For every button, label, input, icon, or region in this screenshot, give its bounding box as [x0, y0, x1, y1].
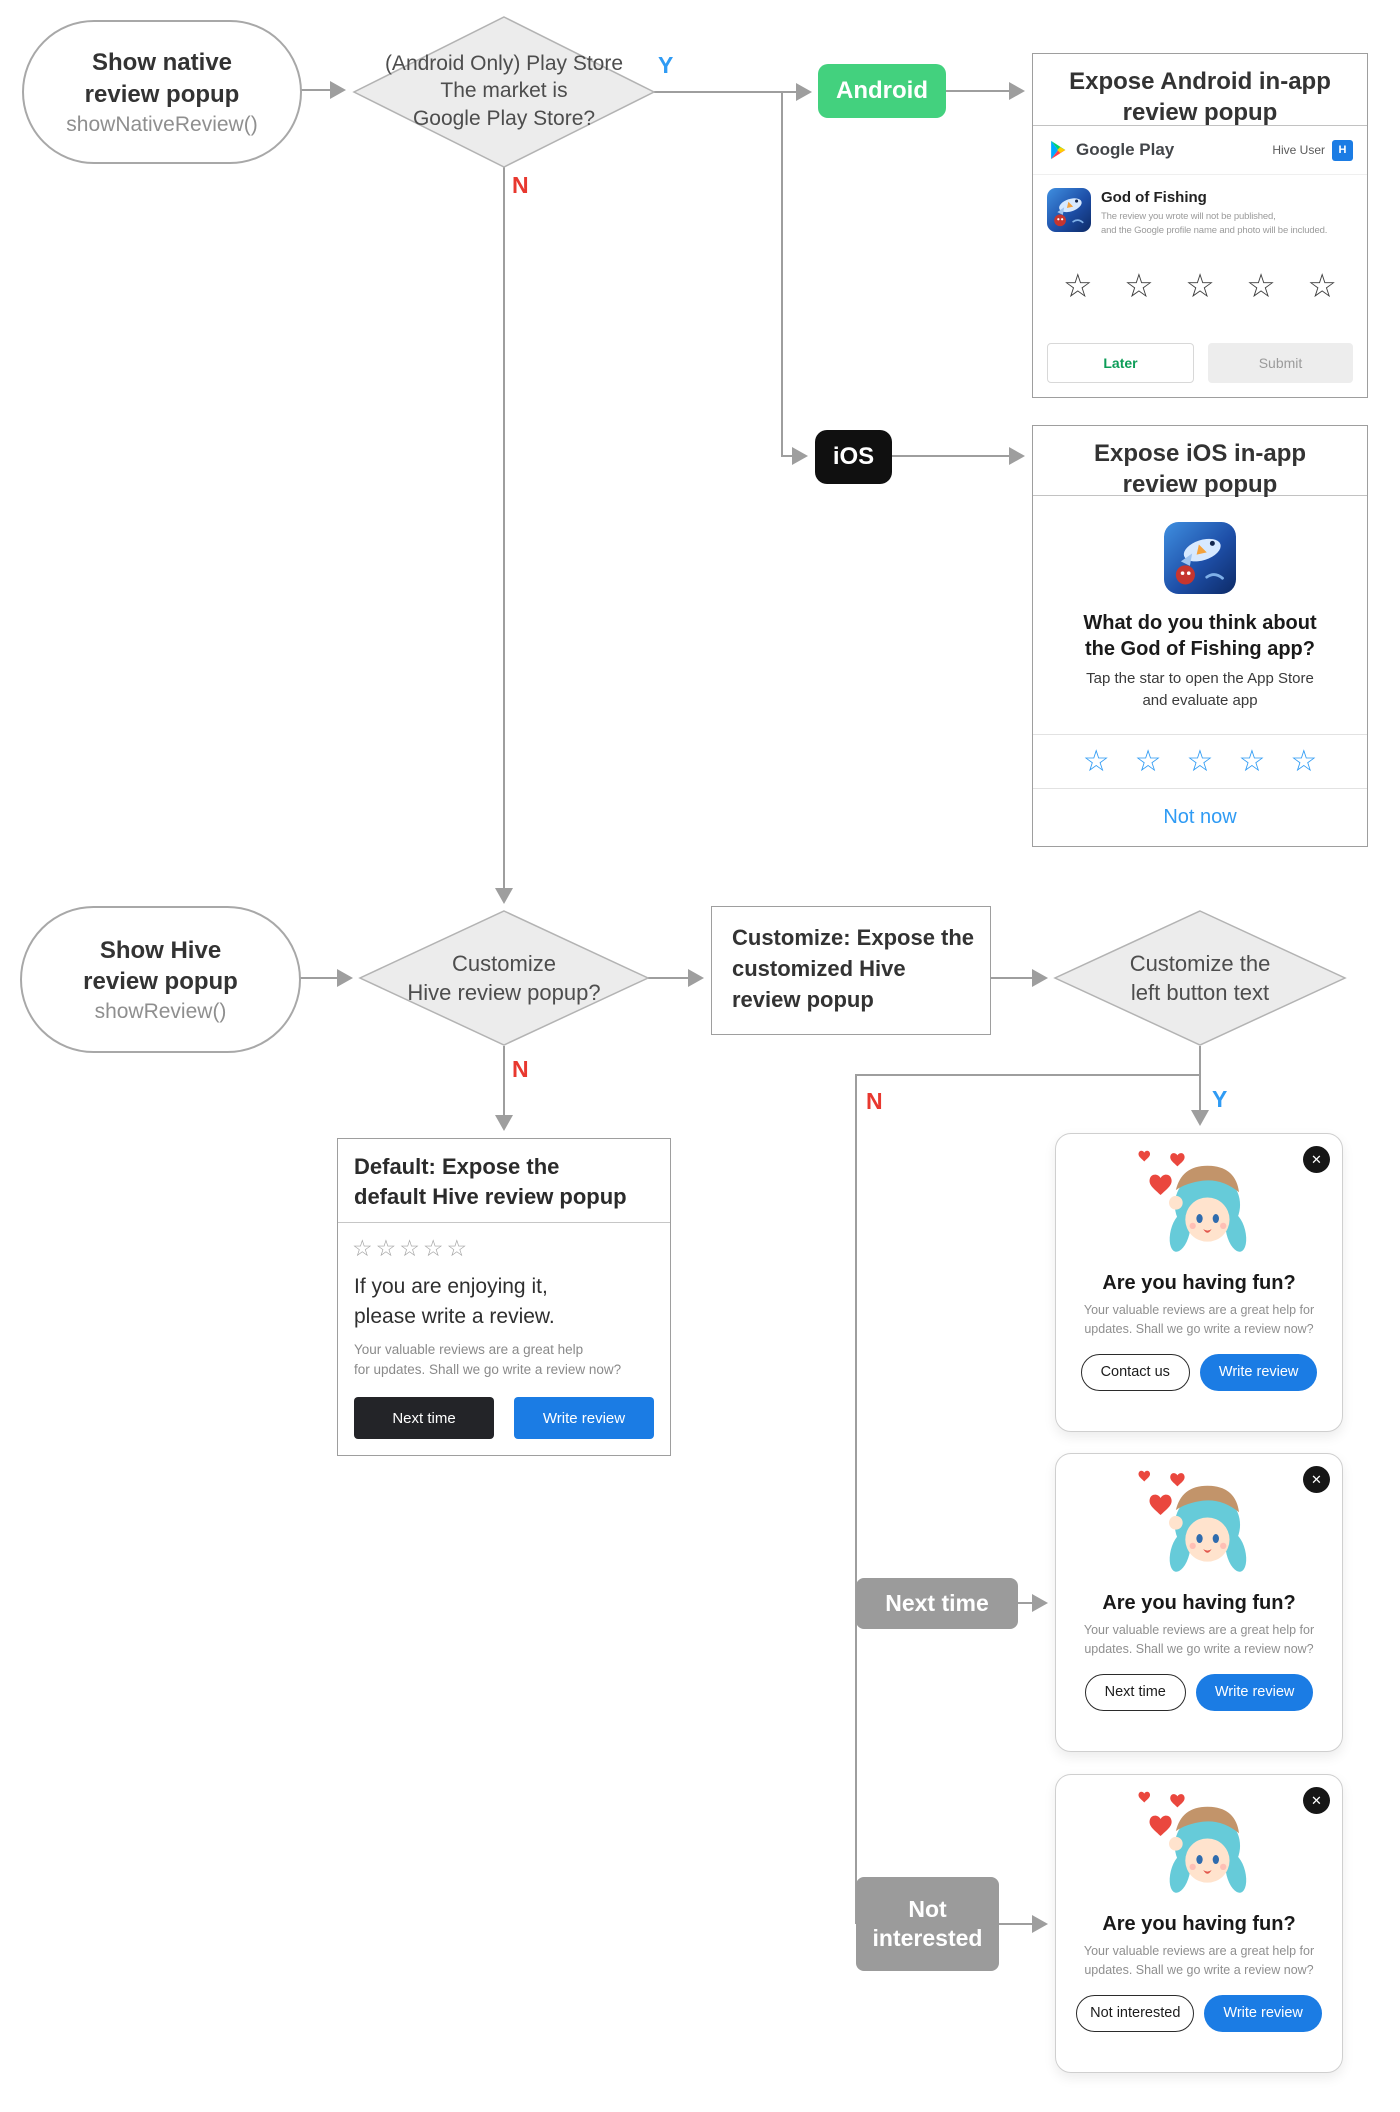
node-title: review popup [84, 80, 240, 108]
app-name: God of Fishing [1101, 189, 1207, 206]
decision-left-button-text: Customize the left button text [1129, 951, 1271, 1006]
label-yes: Y [658, 52, 674, 78]
divider [1033, 734, 1367, 735]
card-submessage: Your valuable reviews are a great help f… [1083, 1623, 1315, 1656]
card-question: Are you having fun? [1102, 1913, 1296, 1935]
google-play-icon [1047, 139, 1069, 161]
google-play-header: Google Play Hive User H [1033, 126, 1367, 175]
hive-review-card: ✕ Are you having fun? Your valuable revi… [1055, 1774, 1343, 2073]
mascot-illustration [1135, 1789, 1263, 1909]
review-disclaimer: The review you wrote will not be publish… [1101, 211, 1328, 237]
divider [1033, 788, 1367, 789]
badge-ios: iOS [815, 430, 892, 484]
hive-review-card: ✕ Are you having fun? Your valuable revi… [1055, 1133, 1343, 1432]
store-name: Google Play [1076, 140, 1175, 159]
close-icon[interactable]: ✕ [1303, 1146, 1330, 1173]
card-question: Are you having fun? [1102, 1272, 1296, 1294]
later-button[interactable]: Later [1047, 343, 1194, 383]
rating-question: What do you think about the God of Fishi… [1083, 612, 1317, 661]
api-method-label: showNativeReview() [66, 112, 258, 136]
close-icon[interactable]: ✕ [1303, 1787, 1330, 1814]
write-review-button[interactable]: Write review [1204, 1994, 1322, 2032]
label-yes: Y [1212, 1086, 1228, 1112]
star-icon[interactable]: ☆ [1290, 745, 1318, 778]
default-hive-popup-box: Default: Expose the default Hive review … [337, 1138, 671, 1456]
star-icon[interactable]: ☆ [1246, 267, 1276, 304]
write-review-button[interactable]: Write review [1195, 1673, 1314, 1711]
customize-exposure-box: Customize: Expose the customized Hive re… [711, 906, 991, 1035]
contact-us-button[interactable]: Contact us [1080, 1353, 1190, 1391]
rating-stars[interactable]: ☆☆☆☆☆ [352, 1235, 471, 1262]
node-show-native-review: Show native review popup showNativeRevie… [22, 20, 302, 164]
api-method-label: showReview() [94, 1000, 227, 1024]
star-icon[interactable]: ☆ [1238, 745, 1266, 778]
app-info-row: God of Fishing The review you wrote will… [1047, 188, 1359, 239]
badge-android: Android [818, 64, 946, 118]
mascot-illustration [1135, 1148, 1263, 1268]
not-now-link[interactable]: Not now [1163, 806, 1237, 828]
star-icon[interactable]: ☆ [1307, 267, 1337, 304]
next-time-button[interactable]: Next time [354, 1397, 494, 1439]
box-title: Expose Android in-app review popup [1033, 54, 1367, 126]
box-title: Expose iOS in-app review popup [1033, 426, 1367, 498]
badge-next-time: Next time [856, 1578, 1018, 1629]
card-question: Are you having fun? [1102, 1592, 1296, 1614]
write-review-button[interactable]: Write review [514, 1397, 654, 1439]
star-icon[interactable]: ☆ [1185, 267, 1215, 304]
badge-not-interested: Not interested [856, 1877, 999, 1971]
rating-hint: Tap the star to open the App Store and e… [1086, 670, 1314, 709]
label-no: N [866, 1088, 883, 1114]
decision-market: (Android Only) Play Store The market is … [384, 52, 624, 130]
close-icon[interactable]: ✕ [1303, 1466, 1330, 1493]
android-review-popup-box: Expose Android in-app review popup Googl… [1032, 53, 1368, 398]
star-icon[interactable]: ☆ [1124, 267, 1154, 304]
node-show-hive-review: Show Hive review popup showReview() [20, 906, 301, 1053]
star-icon[interactable]: ☆ [1134, 745, 1162, 778]
app-icon [1164, 522, 1236, 594]
star-icon[interactable]: ☆ [1063, 267, 1093, 304]
game-icon [1047, 188, 1091, 232]
decision-customize: Customize Hive review popup? [407, 951, 601, 1006]
review-submessage: Your valuable reviews are a great help f… [354, 1342, 622, 1377]
node-title: Show native [91, 49, 233, 77]
label-no: N [512, 1056, 529, 1082]
avatar: H [1332, 139, 1353, 161]
review-message: If you are enjoying it, please write a r… [354, 1275, 555, 1328]
submit-button[interactable]: Submit [1208, 343, 1353, 383]
rating-stars: ☆ ☆ ☆ ☆ ☆ [1033, 266, 1367, 305]
rating-stars: ☆ ☆ ☆ ☆ ☆ [1033, 735, 1367, 788]
user-name: Hive User [1272, 143, 1325, 157]
star-icon[interactable]: ☆ [1082, 745, 1110, 778]
label-no: N [512, 172, 529, 198]
star-icon[interactable]: ☆ [1186, 745, 1214, 778]
node-title: review popup [83, 968, 238, 995]
ios-review-popup-box: Expose iOS in-app review popup What do y… [1032, 425, 1368, 847]
write-review-button[interactable]: Write review [1199, 1353, 1318, 1391]
node-title: Show Hive [99, 936, 222, 964]
card-submessage: Your valuable reviews are a great help f… [1083, 1303, 1315, 1336]
box-title: Default: Expose the default Hive review … [338, 1139, 670, 1224]
next-time-button[interactable]: Next time [1084, 1673, 1186, 1711]
card-submessage: Your valuable reviews are a great help f… [1083, 1944, 1315, 1977]
mascot-illustration [1135, 1468, 1263, 1588]
not-interested-button[interactable]: Not interested [1076, 1994, 1195, 2032]
hive-review-card: ✕ Are you having fun? Your valuable revi… [1055, 1453, 1343, 1752]
